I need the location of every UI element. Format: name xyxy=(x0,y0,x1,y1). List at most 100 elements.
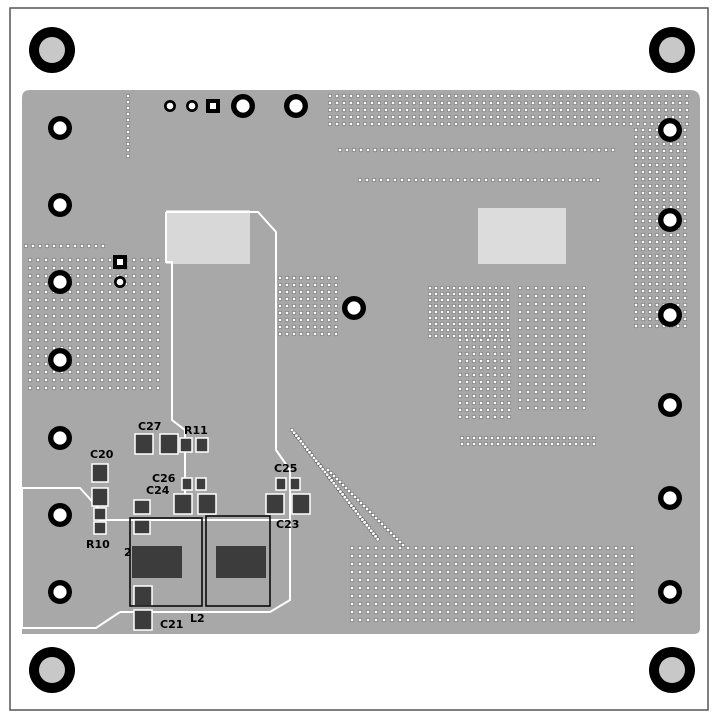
via xyxy=(411,93,417,99)
via xyxy=(477,553,483,559)
via xyxy=(67,377,73,383)
via xyxy=(352,494,358,500)
via xyxy=(43,273,49,279)
via xyxy=(640,141,646,147)
via xyxy=(312,282,318,288)
via xyxy=(549,309,555,315)
large-through-holes xyxy=(48,94,682,604)
via xyxy=(581,617,587,623)
via xyxy=(495,100,501,106)
via xyxy=(348,100,354,106)
via xyxy=(334,93,340,99)
via xyxy=(27,297,33,303)
via xyxy=(397,114,403,120)
via xyxy=(581,389,587,395)
via xyxy=(389,553,395,559)
via xyxy=(457,400,463,406)
via xyxy=(43,385,49,391)
via xyxy=(647,176,653,182)
via xyxy=(526,147,532,153)
via xyxy=(429,593,435,599)
via xyxy=(421,577,427,583)
via xyxy=(453,545,459,551)
via xyxy=(628,121,634,127)
label-r10: R10 xyxy=(86,538,110,551)
via-patch-upper-left xyxy=(166,210,250,264)
via xyxy=(629,569,635,575)
via xyxy=(661,148,667,154)
via xyxy=(453,601,459,607)
via xyxy=(585,441,591,447)
via xyxy=(437,569,443,575)
via xyxy=(427,315,433,321)
via xyxy=(565,365,571,371)
via xyxy=(523,114,529,120)
via xyxy=(51,297,57,303)
via xyxy=(586,121,592,127)
via xyxy=(469,609,475,615)
via xyxy=(83,289,89,295)
via xyxy=(517,397,523,403)
via xyxy=(457,414,463,420)
via xyxy=(75,329,81,335)
via xyxy=(573,301,579,307)
via xyxy=(533,577,539,583)
via xyxy=(565,325,571,331)
via xyxy=(43,313,49,319)
via xyxy=(682,260,688,266)
via xyxy=(668,253,674,259)
via xyxy=(139,377,145,383)
via xyxy=(364,523,369,528)
via xyxy=(291,289,297,295)
via xyxy=(30,243,36,249)
via xyxy=(83,353,89,359)
via xyxy=(541,357,547,363)
via xyxy=(541,349,547,355)
via xyxy=(663,93,669,99)
via xyxy=(629,593,635,599)
via xyxy=(661,141,667,147)
via xyxy=(596,147,602,153)
via xyxy=(125,117,131,123)
via xyxy=(654,141,660,147)
via xyxy=(35,265,41,271)
via xyxy=(573,341,579,347)
via xyxy=(43,353,49,359)
via xyxy=(125,153,131,159)
via xyxy=(642,93,648,99)
via xyxy=(326,331,332,337)
via xyxy=(499,321,505,327)
via xyxy=(376,518,382,524)
via xyxy=(59,297,65,303)
via xyxy=(572,93,578,99)
via xyxy=(525,333,531,339)
via xyxy=(375,537,380,542)
via xyxy=(433,333,439,339)
via xyxy=(549,585,555,591)
via xyxy=(115,321,121,327)
via xyxy=(365,553,371,559)
via xyxy=(565,317,571,323)
via xyxy=(318,464,323,469)
via xyxy=(291,324,297,330)
via xyxy=(147,377,153,383)
via xyxy=(432,100,438,106)
via xyxy=(621,121,627,127)
via xyxy=(581,365,587,371)
via xyxy=(397,121,403,127)
via xyxy=(319,324,325,330)
via xyxy=(123,297,129,303)
via xyxy=(298,282,304,288)
via xyxy=(640,295,646,301)
via xyxy=(123,329,129,335)
via xyxy=(483,177,489,183)
via xyxy=(470,147,476,153)
via xyxy=(35,337,41,343)
via xyxy=(464,400,470,406)
via xyxy=(544,100,550,106)
via xyxy=(647,316,653,322)
via xyxy=(525,349,531,355)
via xyxy=(457,309,463,315)
via xyxy=(469,327,475,333)
via xyxy=(471,372,477,378)
